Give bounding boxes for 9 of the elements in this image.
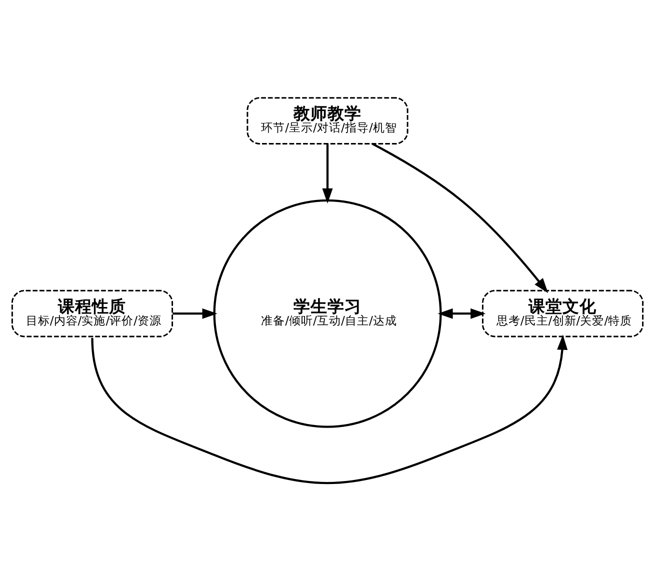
node-box: 课堂文化 思考/民主/创新/关爱/特质	[482, 289, 644, 337]
arrow	[172, 308, 218, 318]
arrow	[438, 308, 486, 318]
arrow	[372, 142, 548, 293]
node-box: 教师教学 环节/呈示/对话/指导/机智	[246, 96, 408, 144]
arrow	[322, 144, 333, 203]
arrow	[91, 334, 568, 484]
node-box: 课程性质 目标/内容/实施/评价/资源	[11, 289, 174, 337]
node-circle: 学生学习 准备/倾听/互动/自主/达成	[213, 198, 442, 428]
